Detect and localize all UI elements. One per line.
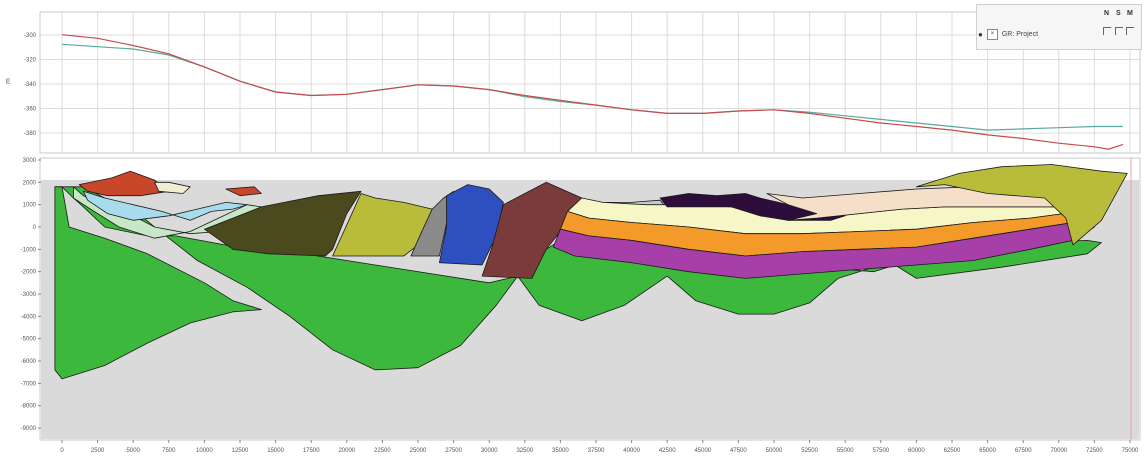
section-x-tick-label: 52500: [801, 448, 818, 454]
legend-panel: [976, 4, 1142, 50]
section-x-tick-label: 67500: [1015, 448, 1032, 454]
section-x-tick-label: 37500: [588, 448, 605, 454]
section-x-tick-label: 70000: [1050, 448, 1067, 454]
profile-y-tick-label: -360: [24, 107, 37, 113]
geological-unit: [154, 181, 191, 194]
section-x-tick-label: 20000: [338, 448, 355, 454]
section-x-tick-label: 50000: [766, 448, 783, 454]
section-y-tick-label: 1000: [23, 203, 37, 209]
geological-unit: [766, 186, 1081, 221]
legend-m-marker-icon[interactable]: [1126, 27, 1134, 35]
section-y-tick-label: -6000: [21, 359, 37, 365]
legend-n-marker-icon[interactable]: [1103, 27, 1111, 35]
section-y-tick-label: -8000: [21, 404, 37, 410]
profile-y-tick-label: -300: [24, 33, 37, 39]
section-x-tick-label: 45000: [694, 448, 711, 454]
profile-y-tick-label: -380: [24, 131, 37, 137]
legend-col-m: M: [1127, 10, 1133, 17]
section-x-tick-label: 62500: [944, 448, 961, 454]
section-x-tick-label: 7500: [162, 448, 176, 454]
section-x-tick-label: 5000: [127, 448, 141, 454]
section-x-tick-label: 0: [60, 448, 64, 454]
section-x-tick-label: 32500: [516, 448, 533, 454]
geological-unit: [54, 186, 1102, 371]
section-x-tick-label: 27500: [445, 448, 462, 454]
section-y-tick-label: -1000: [21, 247, 37, 253]
profile-panel-frame: [39, 11, 1141, 154]
section-y-tick-label: -3000: [21, 292, 37, 298]
geological-unit: [481, 181, 583, 279]
geological-unit: [203, 190, 362, 257]
profile-series-line: [61, 34, 1124, 150]
legend-col-n: N: [1104, 10, 1110, 17]
legend-item-label: GR: Project: [1001, 30, 1039, 38]
profile-grid: [40, 12, 1140, 153]
section-y-tick-label: -9000: [21, 426, 37, 432]
section-y-tick-label: -5000: [21, 337, 37, 343]
section-y-tick-label: 0: [33, 225, 37, 231]
section-x-ticks: 0 2500 5000 7500 10000 12500 15000 17500 20000 22…: [60, 440, 1139, 454]
section-y-tick-label: -4000: [21, 314, 37, 320]
legend-checkbox[interactable]: ×: [986, 28, 998, 40]
section-x-tick-label: 55000: [837, 448, 854, 454]
legend-s-marker-icon[interactable]: [1115, 27, 1123, 35]
section-x-tick-label: 72500: [1086, 448, 1103, 454]
profile-lines: [61, 34, 1124, 150]
section-y-tick-label: 3000: [23, 158, 37, 164]
legend-bullet-icon: ●: [978, 29, 983, 39]
section-x-tick-label: 57500: [872, 448, 889, 454]
section-x-tick-label: 22500: [374, 448, 391, 454]
section-y-tick-label: 2000: [23, 180, 37, 186]
profile-panel: -300 -320 -340 -360 -380 m: [5, 11, 1141, 154]
geological-unit: [410, 190, 455, 257]
section-x-tick-label: 25000: [410, 448, 427, 454]
section-x-tick-label: 35000: [552, 448, 569, 454]
section-x-tick-label: 75000: [1122, 448, 1139, 454]
profile-y-ticks: -300 -320 -340 -360 -380: [24, 33, 37, 137]
section-x-tick-label: 2500: [91, 448, 105, 454]
section-x-tick-label: 15000: [267, 448, 284, 454]
section-x-tick-label: 42500: [659, 448, 676, 454]
geological-unit: [83, 190, 248, 221]
profile-y-tick-label: -320: [24, 58, 37, 64]
geological-unit: [54, 186, 262, 380]
section-x-tick-label: 17500: [303, 448, 320, 454]
section-y-tick-label: -2000: [21, 270, 37, 276]
section-x-tick-label: 30000: [481, 448, 498, 454]
section-x-tick-label: 65000: [979, 448, 996, 454]
section-y-tick-label: -7000: [21, 381, 37, 387]
legend-item[interactable]: ● × GR: Project: [978, 28, 1038, 40]
section-x-tick-label: 10000: [196, 448, 213, 454]
geological-unit: [225, 186, 262, 197]
geological-unit: [916, 164, 1128, 246]
geological-units: [54, 164, 1128, 380]
section-x-tick-label: 47500: [730, 448, 747, 454]
section-panel: 3000200010000-1000-2000-3000-4000-5000-6…: [21, 157, 1141, 454]
section-x-tick-label: 60000: [908, 448, 925, 454]
geological-unit: [659, 193, 846, 221]
section-x-tick-label: 40000: [623, 448, 640, 454]
profile-y-axis-marker: m: [5, 78, 12, 84]
section-y-ticks: 3000 2000 1000 0 -1000 -2000 -3000 -4000 -5000 -6…: [21, 158, 41, 432]
legend-col-s: S: [1116, 10, 1121, 17]
profile-y-tick-label: -340: [24, 82, 37, 88]
section-x-tick-label: 12500: [232, 448, 249, 454]
